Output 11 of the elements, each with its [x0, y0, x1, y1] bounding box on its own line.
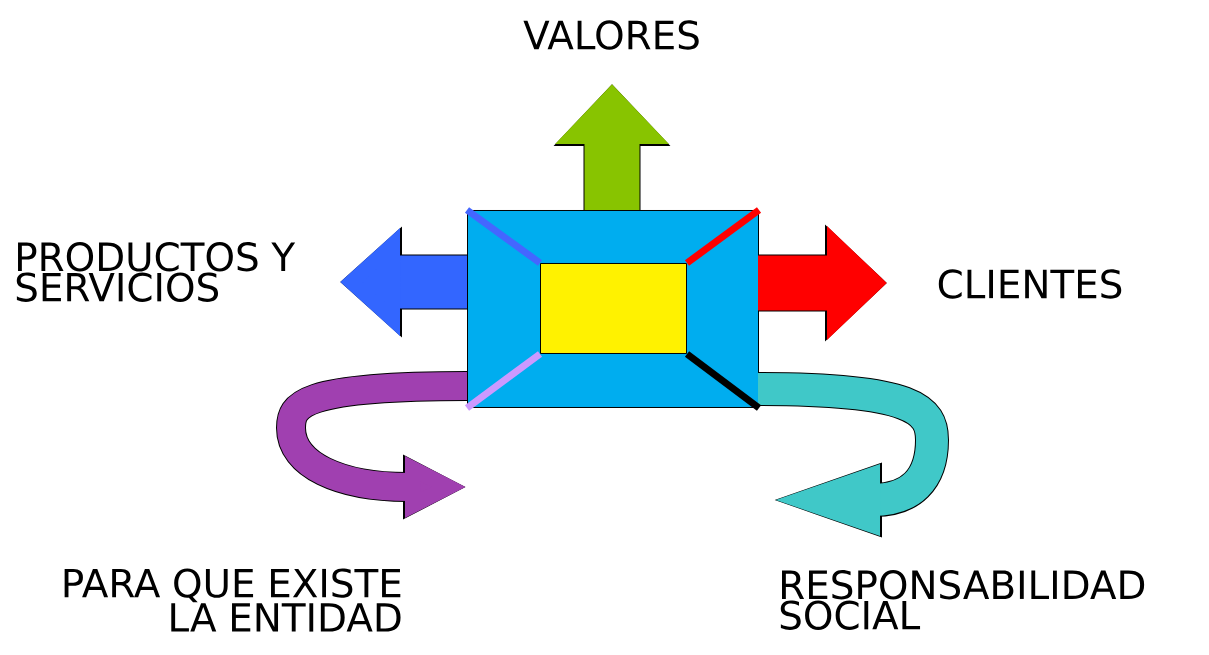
- label-text: RESPONSABILIDAD SOCIAL: [780, 570, 1145, 630]
- label-text: PRODUCTOS Y SERVICIOS: [16, 242, 296, 302]
- connector-line: [464, 207, 543, 266]
- curved-arrow: [757, 372, 949, 538]
- label-text: CLIENTES: [938, 269, 1122, 299]
- connector-line: [464, 351, 543, 411]
- connector-line: [684, 351, 762, 411]
- label-text: PARA QUE EXISTE LA ENTIDAD: [64, 568, 401, 632]
- label-text: VALORES: [523, 20, 699, 50]
- panel-box: [540, 263, 687, 354]
- connector-line: [684, 207, 762, 266]
